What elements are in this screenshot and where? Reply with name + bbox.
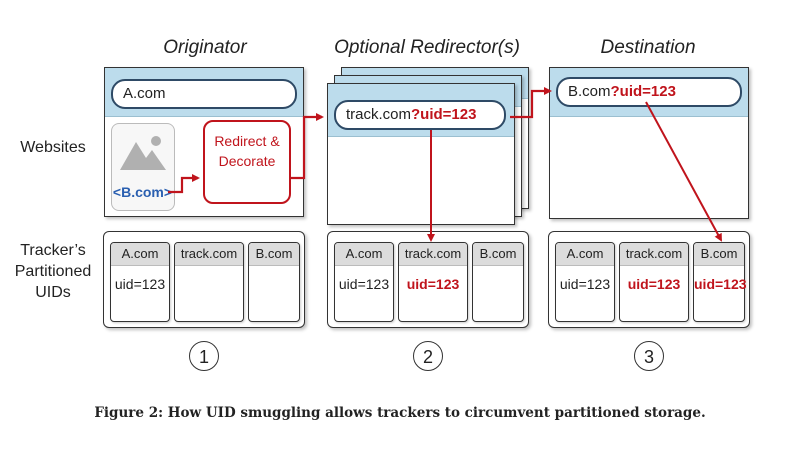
storage-cell-a: A.com uid=123 <box>334 242 394 322</box>
destination-url-base: B.com <box>568 83 611 100</box>
mountain-image-icon <box>120 136 166 170</box>
redirector-browser: track.com?uid=123 <box>327 83 515 225</box>
storage-cell-site: track.com <box>175 243 243 266</box>
storage-cell-site: B.com <box>694 243 744 266</box>
storage-cell-site: A.com <box>111 243 169 266</box>
originator-url-bar[interactable]: A.com <box>111 79 297 109</box>
storage-panel-3: A.com uid=123 track.com uid=123 B.com ui… <box>548 231 750 328</box>
storage-cell-value: uid=123 <box>559 276 611 292</box>
row-label-uids: Tracker’s Partitioned UIDs <box>14 242 92 301</box>
storage-cell-value: uid=123 <box>338 276 390 292</box>
storage-cell-site: track.com <box>620 243 688 266</box>
redirector-url-base: track.com <box>346 106 412 123</box>
storage-panel-2: A.com uid=123 track.com uid=123 B.com <box>327 231 529 328</box>
figure-caption: Figure 2: How UID smuggling allows track… <box>94 405 706 421</box>
step-number-3: 3 <box>634 341 664 371</box>
storage-cell-track: track.com <box>174 242 244 322</box>
arrow-link-to-redirect <box>168 174 200 194</box>
storage-cell-b: B.com uid=123 <box>693 242 747 322</box>
column-title-destination: Destination <box>600 37 696 58</box>
storage-cell-site: A.com <box>335 243 393 266</box>
column-title-redirector: Optional Redirector(s) <box>334 37 520 58</box>
step-number-1: 1 <box>189 341 219 371</box>
originator-browser: A.com <B.com> Redirect & Decorate <box>104 67 304 217</box>
storage-cell-a: A.com uid=123 <box>555 242 615 322</box>
arrow-destination-to-storage <box>645 101 722 242</box>
destination-url-query: ?uid=123 <box>610 83 676 100</box>
storage-cell-track: track.com uid=123 <box>398 242 468 322</box>
storage-cell-site: B.com <box>249 243 299 266</box>
storage-cell-site: track.com <box>399 243 467 266</box>
step-number-2: 2 <box>413 341 443 371</box>
storage-cell-value-highlight: uid=123 <box>627 276 681 292</box>
redirector-url-query: ?uid=123 <box>411 106 477 123</box>
storage-cell-value: uid=123 <box>114 276 166 292</box>
link-thumbnail[interactable]: <B.com> <box>111 123 175 211</box>
storage-cell-b: B.com <box>248 242 300 322</box>
row-label-websites: Websites <box>20 139 86 156</box>
storage-cell-site: B.com <box>473 243 523 266</box>
link-label[interactable]: <B.com> <box>112 184 173 200</box>
redirector-url-bar[interactable]: track.com?uid=123 <box>334 100 506 130</box>
column-title-originator: Originator <box>163 37 247 58</box>
arrow-redirect-to-redirector <box>290 113 324 180</box>
originator-url-text: A.com <box>123 85 166 102</box>
storage-cell-track: track.com uid=123 <box>619 242 689 322</box>
storage-cell-site: A.com <box>556 243 614 266</box>
storage-cell-b: B.com <box>472 242 524 322</box>
storage-cell-a: A.com uid=123 <box>110 242 170 322</box>
storage-panel-1: A.com uid=123 track.com B.com <box>103 231 305 328</box>
storage-cell-value-highlight: uid=123 <box>406 276 460 292</box>
redirect-decorate-box: Redirect & Decorate <box>203 120 291 204</box>
arrow-redirector-to-destination <box>510 87 552 119</box>
storage-cell-value-highlight: uid=123 <box>694 276 747 292</box>
